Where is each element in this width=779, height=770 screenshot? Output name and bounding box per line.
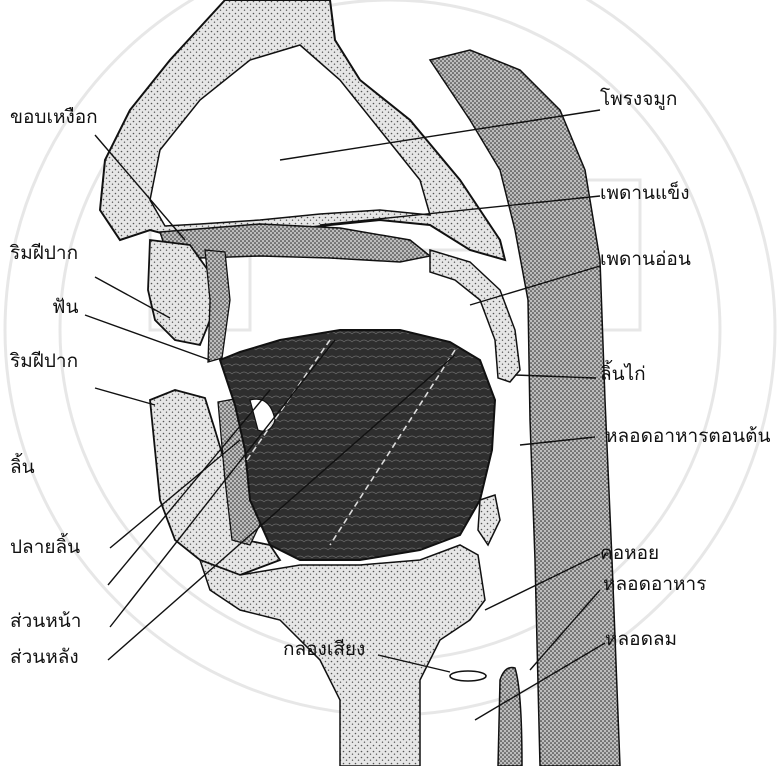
label-trachea: หลอดลม bbox=[605, 630, 677, 649]
label-teeth: ฟัน bbox=[52, 298, 78, 317]
trachea-tube bbox=[498, 668, 522, 767]
hard-palate bbox=[160, 224, 430, 262]
label-larynx: กล่องเสียง bbox=[283, 640, 365, 659]
label-hard-palate: เพดานแข็ง bbox=[600, 184, 690, 203]
label-soft-palate: เพดานอ่อน bbox=[600, 250, 691, 269]
label-tongue: ลิ้น bbox=[10, 458, 35, 477]
label-tongue-front: ส่วนหน้า bbox=[10, 612, 81, 631]
label-uvula: ลิ้นไก่ bbox=[600, 365, 646, 384]
label-alveolar-ridge: ขอบเหงือก bbox=[10, 108, 98, 127]
label-tongue-tip: ปลายลิ้น bbox=[10, 538, 80, 557]
label-tongue-back: ส่วนหลัง bbox=[10, 648, 79, 667]
label-upper-pharynx: หลอดอาหารตอนต้น bbox=[605, 427, 770, 446]
epiglottis bbox=[478, 495, 500, 545]
larynx-opening bbox=[450, 671, 486, 681]
label-upper-lip: ริมฝีปาก bbox=[10, 244, 78, 263]
label-pharynx: คอหอย bbox=[600, 544, 659, 563]
label-lower-lip: ริมฝีปาก bbox=[10, 352, 78, 371]
label-nasal-cavity: โพรงจมูก bbox=[600, 90, 677, 109]
label-esophagus: หลอดอาหาร bbox=[603, 575, 706, 594]
